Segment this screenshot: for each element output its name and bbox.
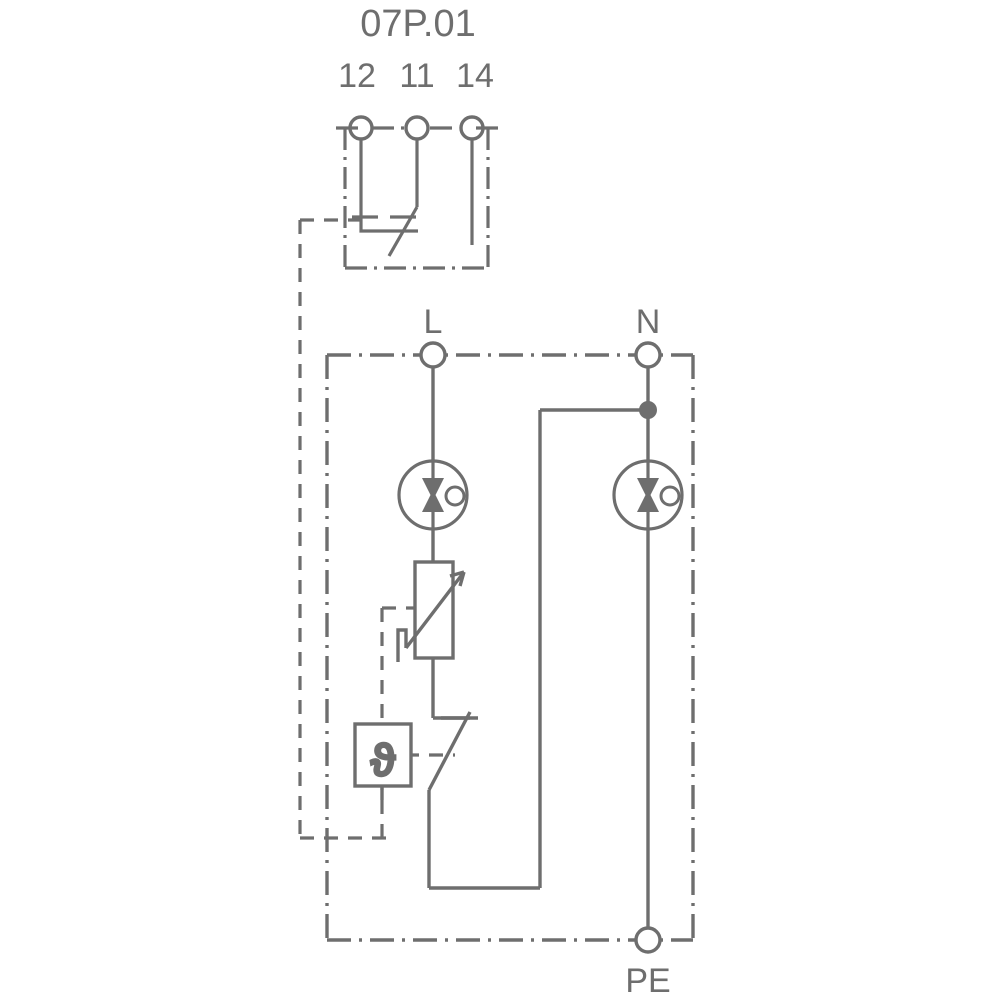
pin-label-11: 11 xyxy=(399,57,434,95)
gdt-l-marker-circle xyxy=(444,485,466,507)
terminal-label-pe: PE xyxy=(625,962,670,1000)
varistor xyxy=(396,560,466,662)
gdt-n-arrow-up xyxy=(637,490,659,512)
gdt-n-arrow-down xyxy=(637,478,659,500)
relay-contact-block xyxy=(336,115,498,270)
thermal-sensor-box xyxy=(353,722,413,788)
pin-label-12: 12 xyxy=(338,57,376,95)
relay-terminal-11 xyxy=(404,115,430,141)
spd-enclosure-boundary xyxy=(325,353,695,942)
thermal-disconnector: ϑ xyxy=(353,722,413,788)
gas-discharge-tube-n xyxy=(612,459,684,531)
junction-dot-n xyxy=(639,401,657,419)
gdt-l-arrow-up xyxy=(422,490,444,512)
varistor-diagonal xyxy=(404,570,466,650)
relay-enclosure-boundary xyxy=(336,126,498,270)
switch-blade xyxy=(427,711,472,791)
relay-movable-blade xyxy=(387,206,419,257)
varistor-nonlinear-kink xyxy=(396,628,408,662)
terminal-node-n xyxy=(634,341,662,369)
terminal-label-l: L xyxy=(424,303,443,341)
relay-lead-12 xyxy=(359,139,418,233)
gdt-l-arrow-down xyxy=(422,478,444,500)
terminal-node-pe xyxy=(634,926,662,954)
gdt-n-marker-circle xyxy=(659,485,681,507)
gdt-n-body xyxy=(612,459,684,531)
theta-glyph: ϑ xyxy=(371,736,395,785)
device-title: 07P.01 xyxy=(360,3,476,45)
pin-label-14: 14 xyxy=(456,57,494,95)
thermal-disconnect-contact xyxy=(427,711,478,791)
varistor-arrow-head xyxy=(449,570,466,587)
gas-discharge-tube-l xyxy=(397,459,469,531)
terminal-node-l xyxy=(419,341,447,369)
terminal-label-n: N xyxy=(636,303,661,341)
gdt-l-body xyxy=(397,459,469,531)
